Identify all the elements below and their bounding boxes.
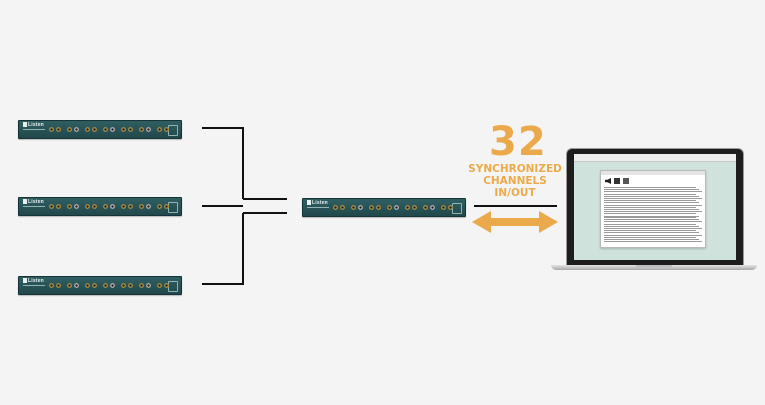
table-row [604,225,699,227]
connector-jack-pair [369,202,383,213]
connector-jack-pair [441,202,455,213]
connector-jack-pair [139,280,153,291]
app-window-titlebar [601,171,705,175]
connector-jack-pair [67,201,81,212]
connector-jack-pair [49,201,63,212]
connector-jack-pair [49,124,63,135]
connector-jack-pair [157,124,171,135]
laptop-notch [636,265,672,267]
panel-icon [614,178,620,184]
table-row [604,200,696,202]
connector-jack-pair [157,280,171,291]
table-row [604,217,696,218]
table-row [604,211,702,213]
table-row [604,223,696,225]
connector-jack-pair [423,202,437,213]
table-row [604,215,699,217]
caption-line-2: CHANNELS [483,175,547,187]
table-row [604,195,699,197]
table-row [604,228,702,229]
connector-jack-pair [351,202,365,213]
connector-jack-pair [85,124,99,135]
connector-jack-pair [121,201,135,212]
table-row [604,191,702,193]
table-row [604,189,699,191]
table-row [604,236,696,238]
laptop-base [551,265,757,270]
connector-jack-pair [49,280,63,291]
rack-unit-3: Listen [18,276,182,295]
app-window [600,170,706,248]
rack-unit-hub: Listen [302,198,466,217]
connector-jack-pair [121,280,135,291]
connector-line-top [202,127,244,199]
connector-jack-pair [121,124,135,135]
connector-jack-pair [85,201,99,212]
table-row [604,213,696,215]
connector-jack-pair [103,280,117,291]
connector-line-bottom [202,213,244,285]
connector-jack-pair [67,280,81,291]
table-row [604,239,699,240]
rack-unit-2: Listen [18,197,182,216]
app-menu-bar [574,154,736,162]
table-row [604,241,702,243]
connector-jack-pair [139,124,153,135]
table-row [604,230,696,232]
table-row [604,198,702,199]
rack-logo: Listen [23,278,44,284]
meter-icon [623,178,629,184]
table-row [604,206,696,208]
double-arrow-icon [472,211,558,233]
rack-logo: Listen [23,122,44,128]
table-row [604,193,696,195]
table-row [604,219,699,221]
connector-jack-pair [85,280,99,291]
connector-jack-pair [103,124,117,135]
speaker-icon [605,178,611,184]
rack-logo: Listen [307,200,328,206]
table-row [604,202,699,204]
table-row [604,204,702,206]
table-row [604,232,699,234]
connector-jack-pair [157,201,171,212]
table-row [604,209,699,210]
caption-line-3: IN/OUT [494,187,536,199]
connector-jack-pair [67,124,81,135]
rack-logo: Listen [23,199,44,205]
table-row [604,221,702,223]
connector-jack-pair [103,201,117,212]
connector-jack-pair [139,201,153,212]
connector-jack-pair [333,202,347,213]
rack-unit-1: Listen [18,120,182,139]
connector-jack-pair [387,202,401,213]
caption-line-1: SYNCHRONIZED [468,163,562,175]
table-row [604,187,696,188]
table-row [604,234,702,236]
connector-jack-pair [405,202,419,213]
channel-count: 32 [489,119,547,165]
